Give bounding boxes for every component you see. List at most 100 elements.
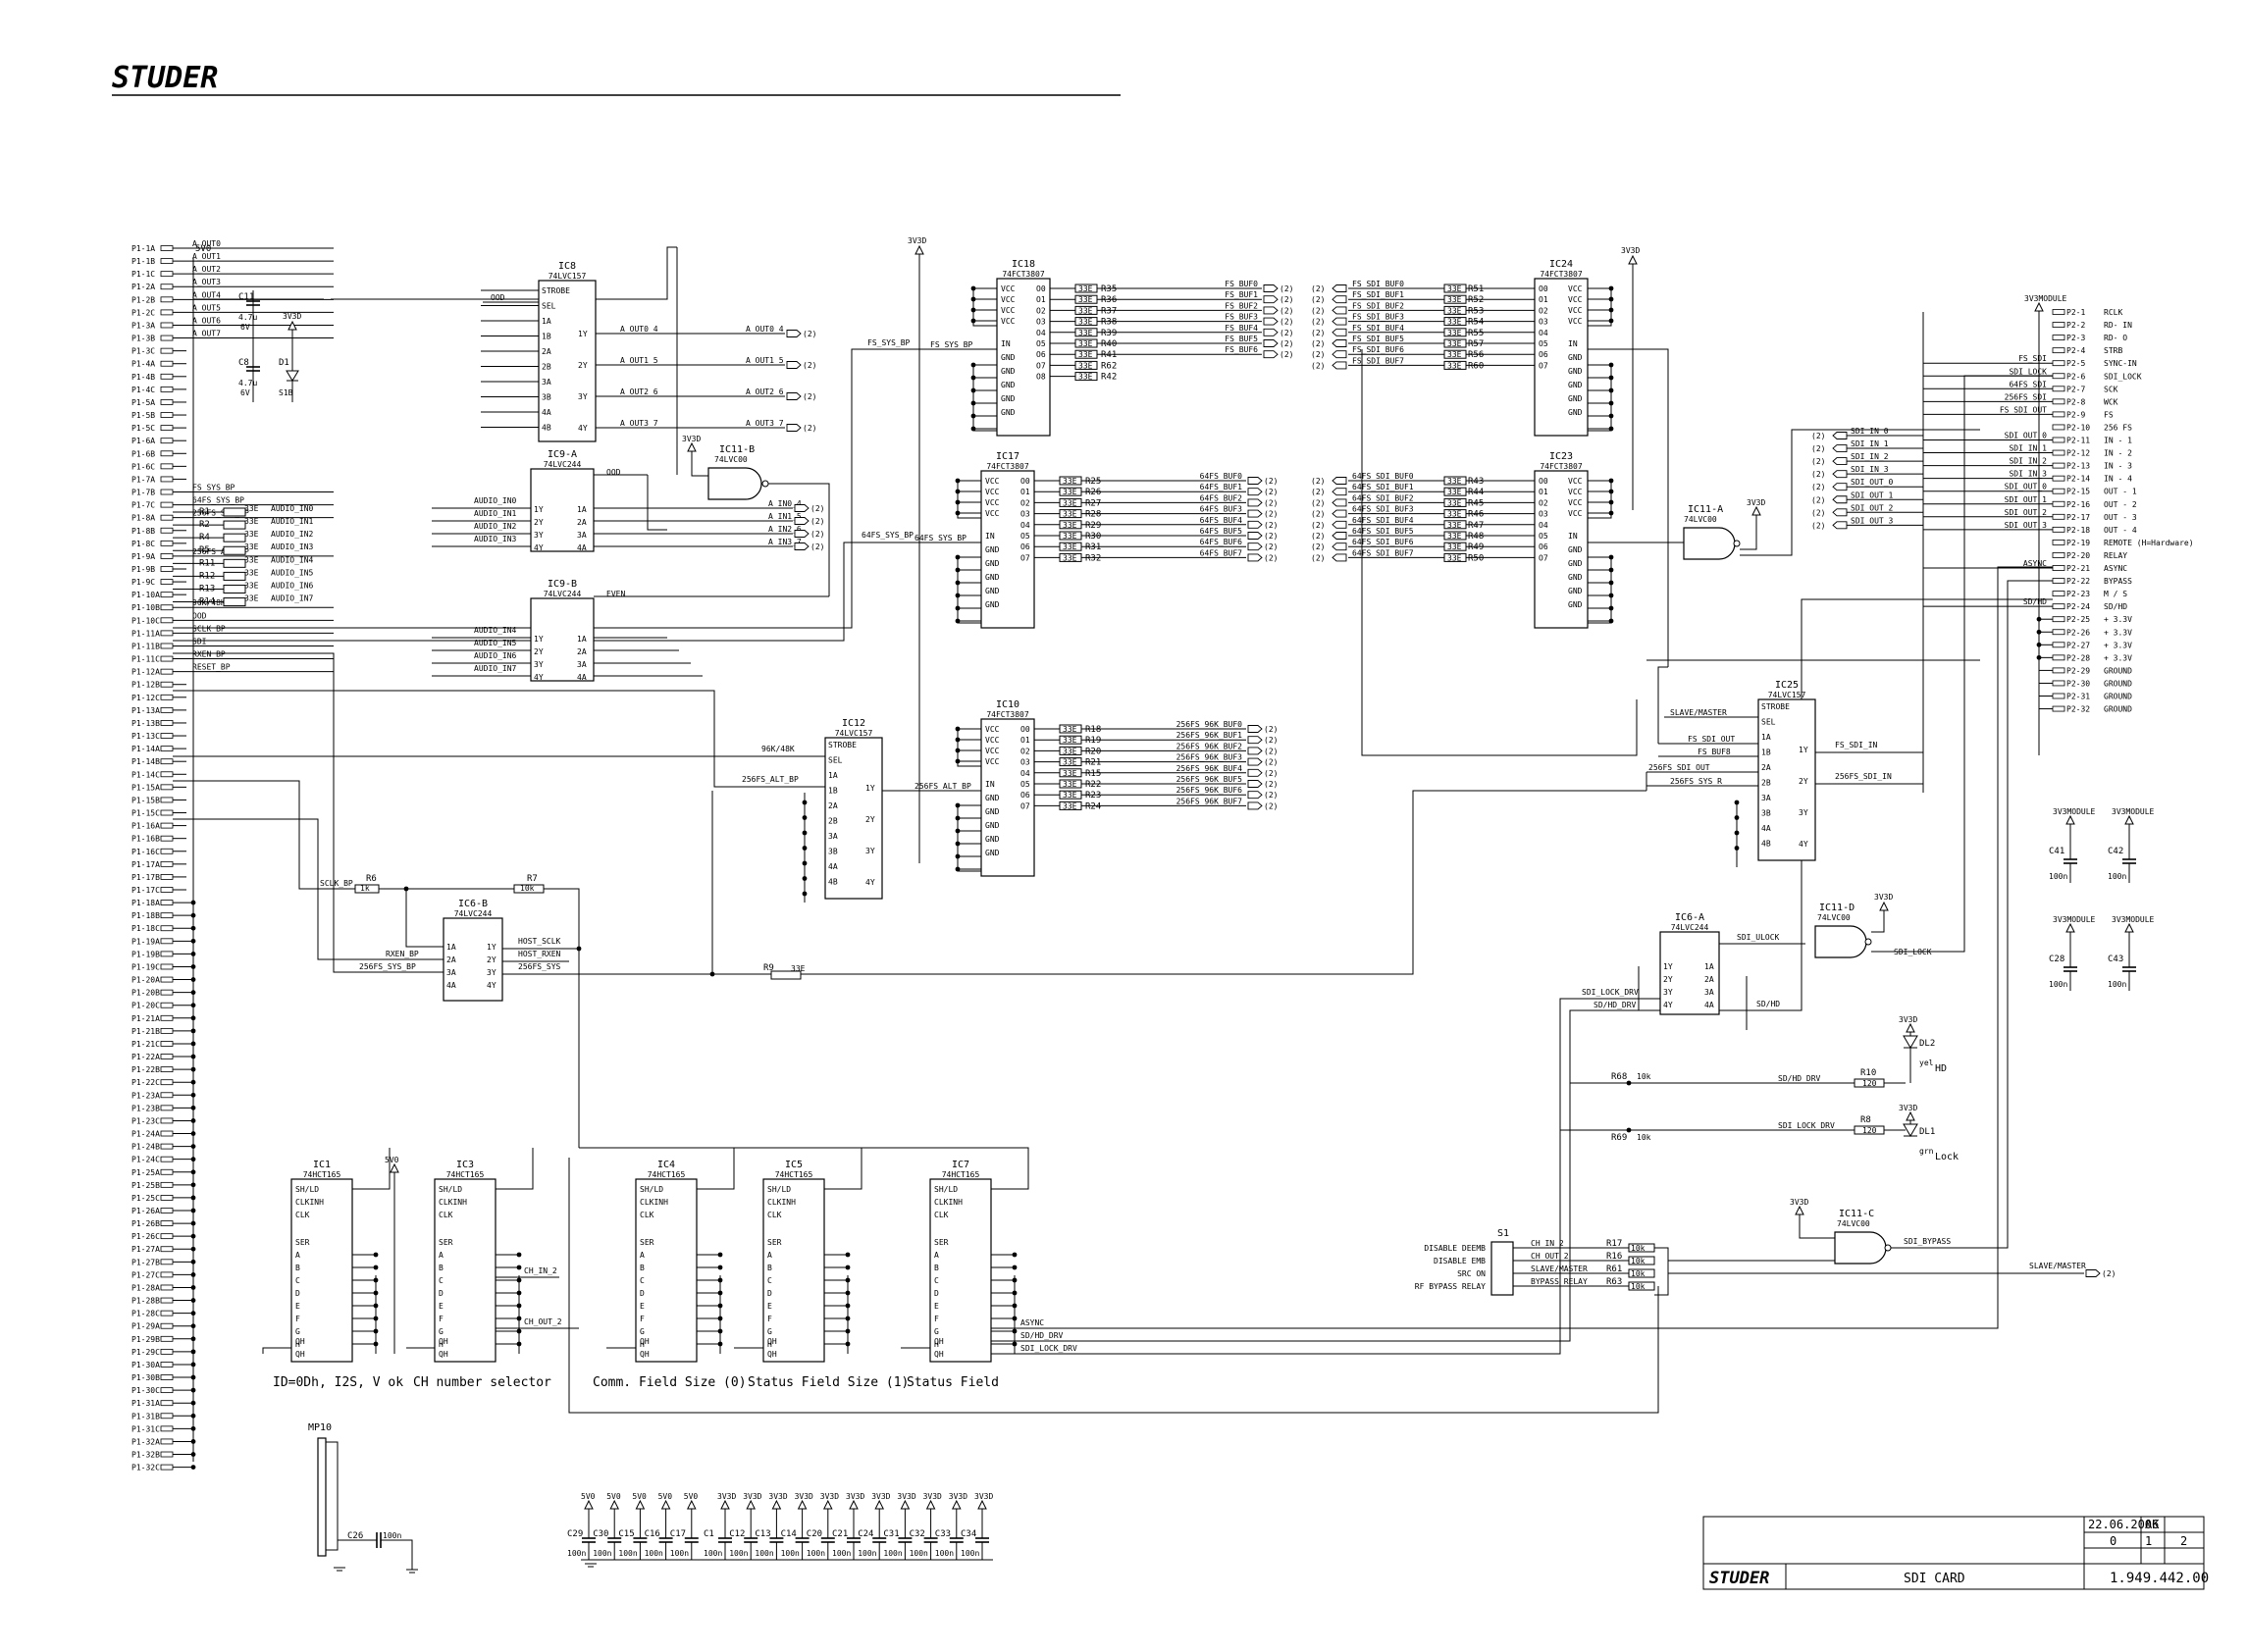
ic23-resistor-value: 33E xyxy=(1447,510,1462,519)
junction-dot xyxy=(190,1195,196,1201)
ic10-resistor-value: 33E xyxy=(1063,801,1077,810)
p2-function-label: M / S xyxy=(2104,590,2127,598)
p2-function-label: IN - 2 xyxy=(2104,449,2132,458)
p2-function-label: RELAY xyxy=(2104,551,2127,560)
port-marker: (2) xyxy=(1264,791,1278,800)
ic23-net-label: 64FS_SDI_BUF5 xyxy=(1352,527,1414,536)
module-cap-ref: C43 xyxy=(2108,955,2123,964)
ic12-part: 74LVC157 xyxy=(835,729,873,738)
p1-pin-label: P1-13C xyxy=(131,732,160,741)
ic25-pin: 2B xyxy=(1761,779,1771,788)
ic6a-ref: IC6-A xyxy=(1675,912,1704,923)
ic10-pin: GND xyxy=(985,821,1000,830)
p1-pin-terminal xyxy=(160,258,174,264)
ic1-pin: D xyxy=(295,1289,300,1298)
junction-dot xyxy=(802,846,808,851)
p2-signal-label: SDI_OUT_0 xyxy=(2005,483,2048,491)
ic23-net-label: 64FS_SDI_BUF0 xyxy=(1352,472,1414,481)
p1-pin-terminal xyxy=(160,758,174,765)
c11-rating: 6V xyxy=(240,323,250,332)
ic10-out-pin: O4 xyxy=(1020,769,1030,778)
ic5-pin: C xyxy=(767,1276,772,1285)
ic9b-pin: 1A xyxy=(577,635,587,644)
p2-function-label: SD/HD xyxy=(2104,602,2127,611)
junction-dot xyxy=(1626,1080,1632,1086)
ic8-pin: 2Y xyxy=(578,361,588,370)
p2-pin-terminal xyxy=(2052,424,2065,431)
p1-pin-terminal xyxy=(160,1387,174,1394)
ic17-net-port-icon xyxy=(1247,532,1263,540)
ic11b-ain-label: A_IN0_4 xyxy=(768,499,802,508)
rxen-wire xyxy=(173,818,444,960)
sdi-net-label: SDI_OUT_2 xyxy=(1851,503,1894,512)
power-arrow-icon xyxy=(2065,922,2075,933)
ic9b-pin: 2A xyxy=(577,647,587,656)
ic24-net-label: FS_SDI_BUF3 xyxy=(1352,313,1404,322)
mux-output-label: A_OUT2_6 xyxy=(620,387,658,396)
p2-pin-terminal xyxy=(2052,475,2065,482)
p1-pin-label: P1-8C xyxy=(131,540,155,548)
ic9b-pin: 4Y xyxy=(534,673,544,682)
junction-dot xyxy=(403,886,409,892)
ic10-pin: IN xyxy=(985,780,995,789)
port-marker: (2) xyxy=(1264,532,1278,541)
p1-pin-label: P1-7B xyxy=(131,489,155,497)
p1-pin-terminal xyxy=(160,1105,174,1111)
p1-pin-terminal xyxy=(160,1348,174,1355)
junction-dot xyxy=(190,1233,196,1239)
ic10-resistor-symbol xyxy=(1059,768,1082,778)
ic12-pin: SEL xyxy=(828,756,843,765)
ic25-pin: 1A xyxy=(1761,733,1771,742)
ic23-pin: VCC xyxy=(1568,498,1583,507)
256fs-wire xyxy=(173,652,444,973)
s1-label: DISABLE DEEMB xyxy=(1424,1244,1486,1253)
mux-output-port-label: A_OUT1_5 xyxy=(746,356,784,365)
port-marker: (2) xyxy=(1280,329,1293,337)
port-marker: (2) xyxy=(1280,306,1293,315)
p1-pin-label: P1-25C xyxy=(131,1194,160,1203)
p1-power-label: 5V0 xyxy=(195,244,211,254)
ic18-resistor-ref: R41 xyxy=(1101,350,1117,360)
ic9b-in-label: AUDIO_IN6 xyxy=(474,651,517,660)
junction-dot xyxy=(2036,629,2042,635)
port-marker: (2) xyxy=(1264,736,1278,745)
ic5-pin: QH xyxy=(767,1350,777,1359)
power-arrow-icon xyxy=(1628,254,1638,265)
p1-pin-terminal xyxy=(160,822,174,829)
ic17-pin: IN xyxy=(985,532,995,541)
lock-drv-sr-label: SDI_LOCK_DRV xyxy=(1020,1344,1077,1353)
decoupling-ref: C17 xyxy=(670,1529,686,1539)
decoupling-rail-label: 3V3D xyxy=(949,1492,967,1501)
r7-symbol xyxy=(513,884,545,894)
p1-pin-terminal xyxy=(160,643,174,649)
p1-pin-label: P1-19C xyxy=(131,962,160,971)
nand-gate-icon xyxy=(1683,527,1736,560)
nand-gate-icon xyxy=(707,467,762,500)
ic17-net-label: 64FS_BUF3 xyxy=(1200,505,1243,514)
decoupling-rail-label: 3V3D xyxy=(871,1492,890,1501)
ic17-net-port-icon xyxy=(1247,553,1263,562)
ic23-resistor-ref: R45 xyxy=(1468,498,1484,508)
junction-dot xyxy=(190,912,196,918)
ic18-net-port-icon xyxy=(1263,306,1279,315)
ic17-resistor-ref: R32 xyxy=(1085,553,1101,563)
ic9a-pin: 4A xyxy=(577,543,587,552)
ic23-net-port-icon xyxy=(1332,542,1347,551)
p2-pin-label: P2-17 xyxy=(2066,513,2090,522)
ic18-net-port-icon xyxy=(1263,284,1279,292)
junction-dot xyxy=(955,815,961,821)
junction-dot xyxy=(1608,307,1614,313)
junction-dot xyxy=(190,1400,196,1406)
ic23-out-pin: O5 xyxy=(1539,532,1548,541)
p2-pin-label: P2-6 xyxy=(2066,372,2085,381)
ic4 xyxy=(635,1178,698,1363)
ic10-in-label: 256FS_ALT_BP xyxy=(914,782,971,791)
ic18-resistor-symbol xyxy=(1074,284,1098,293)
ic10-resistor-value: 33E xyxy=(1063,780,1077,789)
ic10-resistor-symbol xyxy=(1059,790,1082,800)
ic9b-part: 74LVC244 xyxy=(544,590,582,598)
s1-resistor-symbol xyxy=(1628,1243,1655,1253)
p2-function-label: OUT - 3 xyxy=(2104,513,2137,522)
input-resistor-symbol xyxy=(223,533,246,542)
ic18-pin: GND xyxy=(1001,367,1016,376)
